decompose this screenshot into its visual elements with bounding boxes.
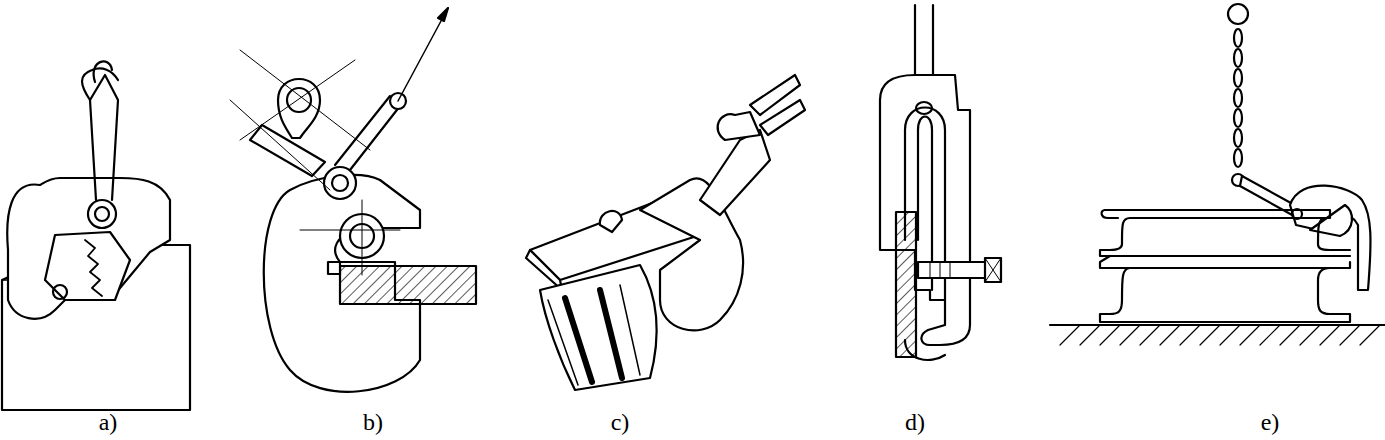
plate-clamp-b: [230, 8, 476, 392]
vertical-clamp-d: [880, 5, 1001, 360]
figure-label: c): [611, 410, 630, 434]
beam-clamp-e: [1050, 4, 1385, 345]
figure-label: e): [1261, 410, 1280, 434]
drum-clamp-c: [526, 75, 805, 390]
figure-label: a): [99, 410, 118, 434]
cam-clamp-a: [2, 61, 190, 410]
figure-label: d): [905, 410, 925, 434]
figure-label: b): [363, 410, 383, 434]
